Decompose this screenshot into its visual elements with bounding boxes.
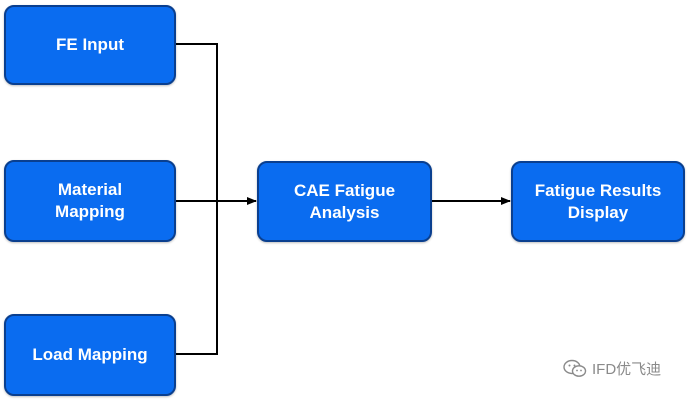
connector-fe-input: [176, 43, 218, 201]
watermark-text: IFD优飞迪: [592, 361, 662, 378]
node-fe-input: FE Input: [4, 5, 176, 85]
node-fatigue-results-display: Fatigue Results Display: [511, 161, 685, 242]
node-results-display-label: Fatigue Results Display: [534, 180, 662, 222]
node-material-mapping-label: Material Mapping: [55, 180, 125, 221]
wechat-icon: [563, 359, 587, 377]
node-load-mapping: Load Mapping: [4, 314, 176, 396]
watermark: IFD优飞迪: [563, 358, 661, 379]
node-material-mapping: Material Mapping: [4, 160, 176, 242]
node-cae-fatigue-analysis: CAE Fatigue Analysis: [257, 161, 432, 242]
node-cae-fatigue-label: CAE Fatigue Analysis: [293, 180, 396, 222]
node-load-mapping-label: Load Mapping: [32, 345, 148, 364]
node-fe-input-label: FE Input: [56, 35, 124, 54]
connector-load-mapping: [176, 201, 218, 355]
